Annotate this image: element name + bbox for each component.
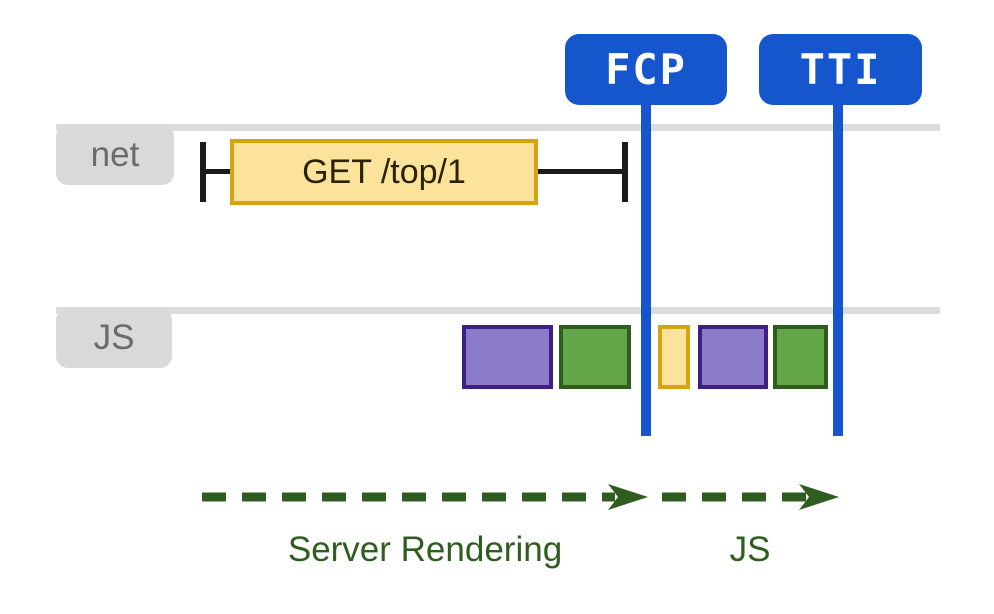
marker-badge-fcp[interactable]: FCP [565, 34, 727, 105]
marker-line-fcp [641, 98, 651, 436]
js-task-block[interactable] [773, 325, 828, 389]
lane-label-js: JS [56, 308, 172, 368]
lane-label-js-text: JS [93, 318, 135, 357]
lane-label-net-text: net [90, 135, 140, 174]
phase-arrow-server-rendering [202, 484, 648, 510]
phase-arrow-head-js [799, 484, 839, 510]
js-task-block[interactable] [698, 325, 768, 389]
phase-label-js: JS [660, 530, 840, 570]
js-lane-rule [56, 307, 940, 314]
request-block-get-top-1[interactable]: GET /top/1 [230, 139, 538, 205]
js-task-block[interactable] [658, 325, 690, 389]
marker-badge-tti[interactable]: TTI [759, 34, 922, 105]
request-label: GET /top/1 [302, 152, 466, 191]
marker-badge-fcp-label: FCP [605, 45, 687, 94]
phase-arrow-head-server-rendering [608, 484, 648, 510]
js-task-block[interactable] [559, 325, 631, 389]
phase-label-js-text: JS [729, 530, 771, 569]
phase-label-server-rendering: Server Rendering [200, 530, 650, 570]
marker-line-tti [833, 98, 843, 436]
phase-arrow-js [662, 484, 839, 510]
phase-label-server-rendering-text: Server Rendering [287, 530, 563, 569]
marker-badge-tti-label: TTI [799, 45, 882, 94]
lane-label-net: net [56, 125, 174, 185]
net-lane-rule [56, 124, 940, 131]
js-task-block[interactable] [462, 325, 553, 389]
request-end-cap [622, 142, 628, 202]
